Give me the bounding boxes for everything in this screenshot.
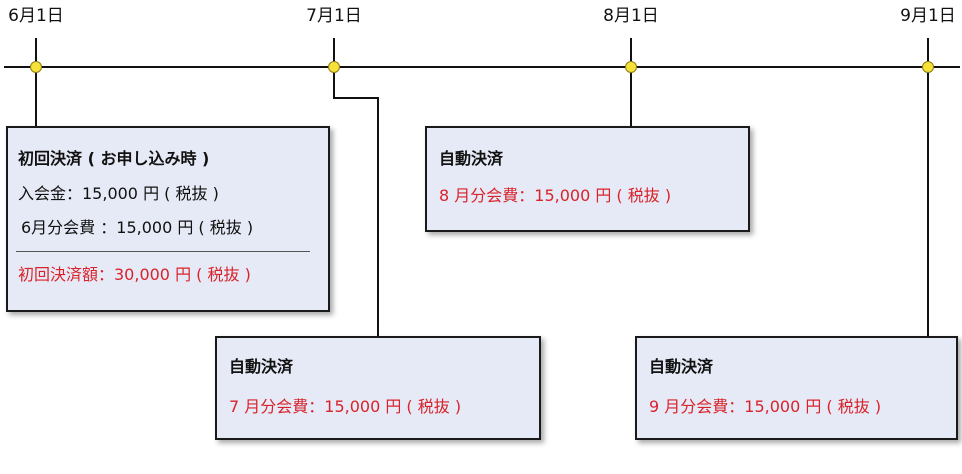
connector-july-across (333, 97, 379, 99)
connector-august (630, 67, 632, 127)
date-label-august: 8月1日 (603, 6, 659, 26)
dot-july (328, 61, 340, 73)
payment-box-september: 自動決済 9 月分会費：15,000 円 ( 税抜 ) (635, 336, 958, 440)
date-label-july: 7月1日 (306, 6, 362, 26)
dot-august (625, 61, 637, 73)
payment-box-august: 自動決済 8 月分会費：15,000 円 ( 税抜 ) (425, 126, 750, 232)
timeline-axis (4, 66, 960, 68)
august-fee: 8 月分会費：15,000 円 ( 税抜 ) (439, 186, 672, 205)
september-fee: 9 月分会費：15,000 円 ( 税抜 ) (649, 397, 882, 416)
connector-july-drop (377, 97, 379, 337)
tick-september (927, 38, 929, 66)
payment-box-june: 初回決済 ( お申し込み時 ) 入会金：15,000 円 ( 税抜 ) 6月分会… (6, 126, 330, 312)
july-title: 自動決済 (229, 357, 294, 376)
june-total: 初回決済額：30,000 円 ( 税抜 ) (18, 265, 251, 284)
tick-august (630, 38, 632, 66)
september-title: 自動決済 (649, 357, 714, 376)
june-enrollment-fee: 入会金：15,000 円 ( 税抜 ) (18, 184, 219, 203)
june-title: 初回決済 ( お申し込み時 ) (18, 149, 210, 168)
connector-september (927, 67, 929, 337)
dot-september (922, 61, 934, 73)
tick-june (35, 38, 37, 66)
payment-box-july: 自動決済 7 月分会費：15,000 円 ( 税抜 ) (215, 336, 541, 440)
date-label-june: 6月1日 (8, 6, 64, 26)
dot-june (30, 61, 42, 73)
june-monthly-fee: 6月分会費 ：15,000 円 ( 税抜 ) (21, 218, 254, 237)
june-separator (16, 251, 310, 252)
august-title: 自動決済 (439, 149, 504, 168)
connector-july-down (333, 67, 335, 98)
connector-june (35, 67, 37, 127)
date-label-september: 9月1日 (900, 6, 956, 26)
tick-july (333, 38, 335, 66)
july-fee: 7 月分会費：15,000 円 ( 税抜 ) (229, 397, 462, 416)
